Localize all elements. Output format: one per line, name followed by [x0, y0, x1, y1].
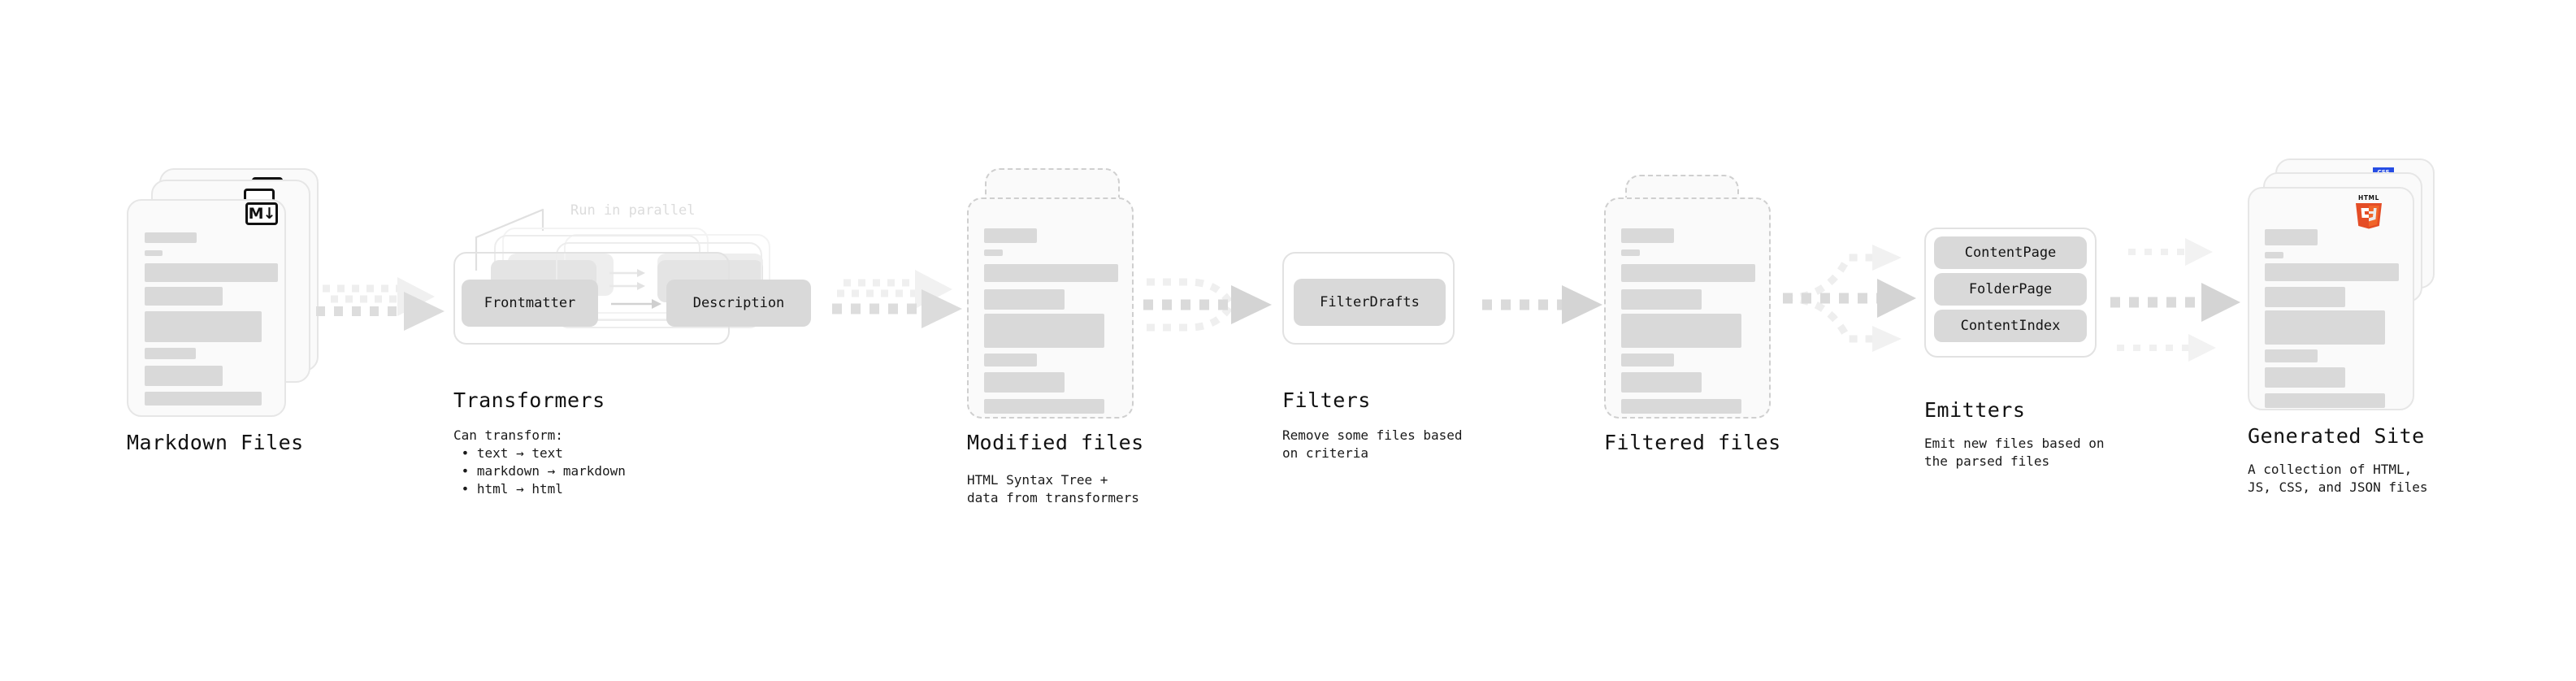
arrow-transformers-to-modified-files [832, 270, 962, 328]
doc-line [145, 263, 278, 282]
filter-pill-filterdrafts[interactable]: FilterDrafts [1294, 279, 1446, 326]
doc-line [2265, 367, 2345, 388]
transformer-ghost-connectors [609, 269, 645, 290]
doc-line [145, 366, 223, 386]
svg-text:HTML: HTML [2358, 194, 2379, 202]
stage-title-filters: Filters [1282, 388, 1371, 412]
transformer-pill-frontmatter[interactable]: Frontmatter [462, 280, 598, 327]
doc-line [1621, 372, 1702, 393]
doc-line [2265, 310, 2385, 345]
doc-line [984, 249, 1003, 256]
stage-desc-filters: Remove some files based on criteria [1282, 427, 1463, 461]
html5-icon: HTML [2356, 194, 2382, 229]
stage-title-transformers: Transformers [453, 388, 605, 412]
doc-line [1621, 228, 1674, 243]
run-in-parallel-bracket [475, 208, 544, 271]
arrow-modified-files-to-filters [1143, 278, 1272, 332]
stage-title-modified-files: Modified files [967, 431, 1144, 454]
stage-desc-emitters: Emit new files based on the parsed files [1924, 436, 2105, 469]
arrow-emitters-to-generated-site [2110, 238, 2240, 362]
stage-desc-generated-site: A collection of HTML, JS, CSS, and JSON … [2248, 462, 2428, 495]
arrow-filters-to-filtered-files [1482, 285, 1602, 324]
stage-title-generated-site: Generated Site [2248, 424, 2425, 448]
stage-title-markdown-files: Markdown Files [127, 431, 304, 454]
emitter-pill-folderpage[interactable]: FolderPage [1934, 273, 2087, 306]
markdown-card-front [127, 199, 286, 417]
stage-title-emitters: Emitters [1924, 398, 2026, 422]
doc-line [2265, 287, 2345, 307]
run-in-parallel-label: Run in parallel [570, 202, 696, 219]
doc-line [1621, 399, 1741, 414]
doc-line [1621, 314, 1741, 348]
markdown-icon: M↓ [245, 202, 278, 225]
doc-line [984, 289, 1065, 310]
doc-line [2265, 252, 2283, 258]
doc-line [984, 264, 1118, 282]
doc-line [2265, 393, 2385, 408]
doc-line [1621, 264, 1755, 282]
doc-line [145, 250, 163, 256]
emitter-pill-contentindex[interactable]: ContentIndex [1934, 310, 2087, 342]
doc-line [2265, 349, 2318, 362]
doc-line [984, 372, 1065, 393]
transformer-pill-description[interactable]: Description [666, 280, 811, 327]
stage-title-filtered-files: Filtered files [1604, 431, 1781, 454]
doc-line [2265, 263, 2399, 281]
modified-card-front [967, 197, 1134, 419]
transformer-connector-arrow [611, 299, 661, 309]
generated-card-front [2248, 187, 2414, 410]
emitters-group [1924, 228, 2097, 358]
doc-line [984, 399, 1104, 414]
doc-line [984, 354, 1037, 367]
doc-line [145, 232, 197, 243]
stage-desc-modified-files: HTML Syntax Tree + data from transformer… [967, 472, 1139, 505]
emitter-pill-contentpage[interactable]: ContentPage [1934, 236, 2087, 269]
arrow-filtered-files-to-emitters [1783, 245, 1916, 352]
arrow-markdown-to-transformers [316, 277, 445, 331]
filtered-card-front [1604, 197, 1771, 419]
doc-line [1621, 289, 1702, 310]
stage-desc-transformers: Can transform: • text → text • markdown … [453, 427, 626, 497]
doc-line [145, 348, 196, 359]
doc-line [145, 392, 262, 406]
doc-line [145, 287, 223, 306]
doc-line [984, 314, 1104, 348]
doc-line [2265, 229, 2318, 245]
doc-line [984, 228, 1037, 243]
doc-line [1621, 354, 1674, 367]
doc-line [1621, 249, 1640, 256]
doc-line [145, 311, 262, 342]
filters-group [1282, 252, 1455, 345]
